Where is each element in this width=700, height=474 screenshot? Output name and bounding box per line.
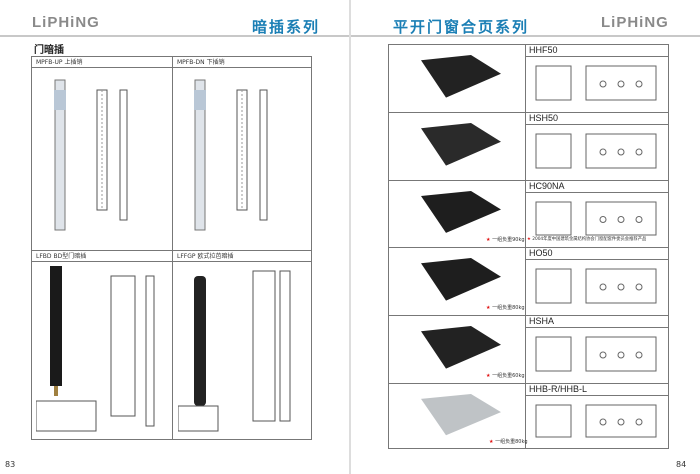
- column-divider: [172, 57, 173, 439]
- column-divider: [525, 45, 526, 448]
- hinge-technical-drawing: [535, 336, 657, 372]
- brand-logo: LiPHiNG: [601, 14, 669, 31]
- row-divider: [388, 180, 669, 181]
- load-capacity: ★ 一组负重90kg: [486, 237, 525, 243]
- row-divider: [388, 112, 669, 113]
- lffgp-drawing: [178, 270, 291, 432]
- brand-logo: LiPHiNG: [32, 14, 100, 31]
- header-divider: [0, 35, 349, 37]
- hinge-table: [388, 44, 669, 449]
- hinge-code: HHB-R/HHB-L: [525, 383, 668, 396]
- load-capacity: ★ 一组负重80kg: [489, 439, 528, 445]
- hinge-code: HSHA: [525, 315, 668, 328]
- hinge-technical-drawing: [535, 201, 657, 236]
- row-divider: [388, 247, 669, 248]
- hinge-technical-drawing: [535, 268, 657, 304]
- hinge-photo: [421, 123, 501, 166]
- series-title: 暗插系列: [252, 18, 321, 36]
- mpfb-up-drawing: [54, 79, 128, 231]
- product-header-mpfb-dn: MPFB-DN 下插销: [173, 57, 311, 68]
- section-title: 门暗插: [34, 45, 64, 56]
- mpfb-dn-drawing: [194, 79, 268, 231]
- page-spine: [349, 0, 351, 474]
- hinge-technical-drawing: [535, 404, 657, 438]
- row-divider: [388, 383, 669, 384]
- row-divider: [388, 315, 669, 316]
- page-number: 84: [676, 460, 687, 469]
- hinge-code: HHF50: [525, 44, 668, 57]
- hinge-photo: [421, 55, 501, 98]
- product-header-lffgp: LFFGP 欧式拉芭暗插: [173, 251, 311, 262]
- series-title: 平开门窗合页系列: [393, 18, 530, 36]
- hinge-code: HSH50: [525, 112, 668, 125]
- hinge-photo: [421, 258, 501, 301]
- row-divider: [32, 250, 311, 251]
- left-page: LiPHiNG 暗插系列 门暗插 MPFB-UP 上插销 MPFB-DN 下插销…: [0, 0, 349, 474]
- page-number: 83: [5, 460, 16, 469]
- hinge-technical-drawing: [535, 65, 657, 101]
- recommendation-note: ★ 2004年度中国建筑金属结构协会门窗配套件委员会推荐产品: [527, 237, 647, 242]
- hinge-photo: [421, 326, 501, 369]
- header-divider: [351, 35, 700, 37]
- product-table: MPFB-UP 上插销 MPFB-DN 下插销 LFBD BD型门暗插 LFFG…: [31, 56, 312, 440]
- lfbd-drawing: [36, 266, 155, 432]
- load-capacity: ★ 一组负重80kg: [486, 305, 525, 311]
- product-header-mpfb-up: MPFB-UP 上插销: [32, 57, 172, 68]
- hinge-code: HO50: [525, 247, 668, 260]
- hinge-photo: [421, 394, 501, 436]
- product-header-lfbd: LFBD BD型门暗插: [32, 251, 172, 262]
- hinge-photo: [421, 191, 501, 233]
- hinge-technical-drawing: [535, 133, 657, 169]
- load-capacity: ★ 一组负重60kg: [486, 373, 525, 379]
- hinge-code: HC90NA: [525, 180, 668, 193]
